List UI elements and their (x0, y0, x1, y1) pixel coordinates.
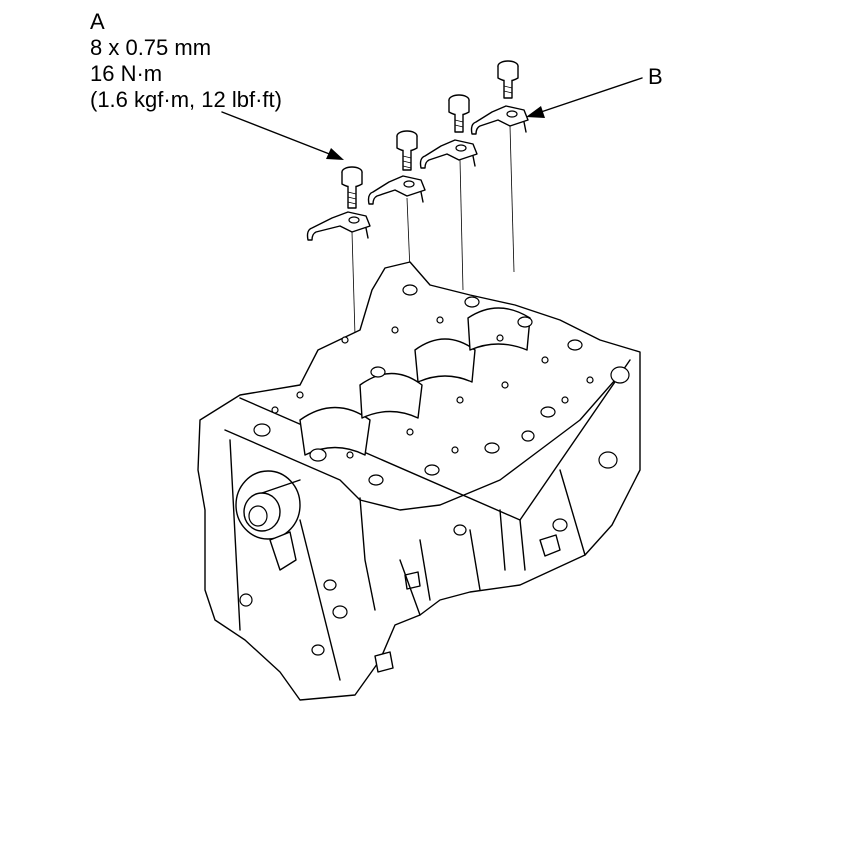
side-fittings (269, 531, 561, 673)
oil-jet-icon (367, 175, 426, 205)
bolt-icon (497, 60, 519, 99)
bolt-icon (396, 130, 418, 171)
leader-line-a (221, 111, 344, 160)
deck-bolt-bosses (239, 284, 630, 656)
oil-jet-icon (470, 105, 529, 135)
bolts (341, 60, 519, 209)
oil-jet-icon (419, 139, 478, 169)
oil-jet-icon (306, 211, 371, 241)
callout-b-letter: B (648, 64, 663, 89)
callout-a-letter: A (90, 9, 105, 34)
bolt-icon (448, 94, 470, 133)
leader-line-b (526, 77, 643, 118)
block-outline (197, 261, 641, 701)
callout-a-torque-alt: (1.6 kgf·m, 12 lbf·ft) (90, 87, 282, 112)
callout-a-thread-spec: 8 x 0.75 mm (90, 35, 211, 60)
oil-jets (306, 105, 529, 241)
deck-oil-holes (271, 316, 594, 459)
bolt-icon (341, 166, 363, 209)
callout-a-torque: 16 N·m (90, 61, 162, 86)
callout-a: A 8 x 0.75 mm 16 N·m (1.6 kgf·m, 12 lbf·… (90, 9, 282, 112)
engine-block (197, 261, 641, 701)
crank-nose (235, 470, 301, 540)
